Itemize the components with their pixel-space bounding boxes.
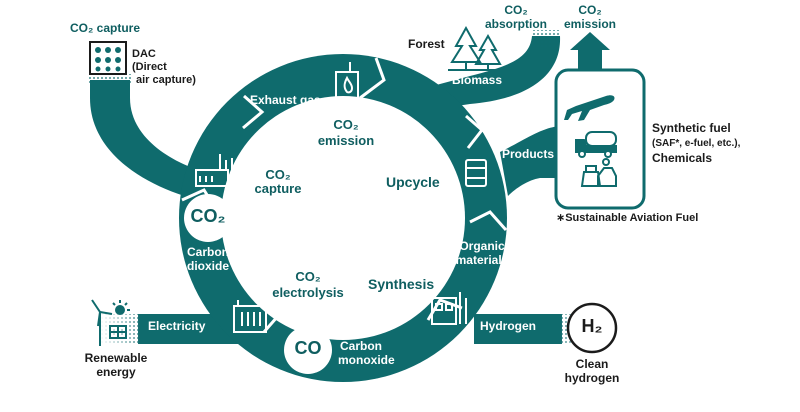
- co2-emission-top-label-2: emission: [563, 17, 617, 31]
- dac-dotted-tail: [88, 74, 132, 84]
- renewable-energy-label-1: Renewable: [84, 351, 148, 365]
- ring-segment-dividers: [181, 57, 508, 333]
- co2-badge: CO₂: [190, 206, 226, 226]
- airplane-icon: [564, 95, 615, 121]
- dac-label-3: air capture): [136, 74, 196, 86]
- solar-panel-grid-icon: [89, 41, 127, 75]
- co2-emission-inner-1: CO₂: [333, 117, 359, 132]
- hydrogen-label: Hydrogen: [480, 319, 537, 333]
- co2-absorption-label-1: CO₂: [504, 3, 528, 17]
- co2-emission-arrow: [570, 32, 610, 70]
- organic-materials-label-1: Organic: [459, 239, 505, 253]
- co2-electrolysis-inner-1: CO₂: [295, 269, 321, 284]
- synthesis-plant-icon: [431, 292, 467, 325]
- co2-emission-top-label-1: CO₂: [578, 3, 602, 17]
- dac-label-1: DAC: [132, 48, 156, 60]
- co2-capture-top-label: CO₂ capture: [70, 21, 141, 35]
- co2-capture-inner-2: capture: [254, 181, 302, 196]
- synthetic-fuel-panel: [554, 68, 646, 210]
- oil-drum-icon: [465, 159, 487, 187]
- electricity-label: Electricity: [148, 319, 206, 333]
- synthesis-label: Synthesis: [368, 276, 435, 292]
- bottles-icon: [580, 158, 617, 187]
- electrolyzer-icon: [233, 300, 267, 333]
- dac-label-2: (Direct: [132, 61, 167, 73]
- factory-plant-icon: [195, 154, 237, 187]
- pine-trees-icon: [448, 25, 506, 71]
- clean-hydrogen-label-2: hydrogen: [564, 371, 620, 385]
- hydrogen-inflow-bar: [474, 314, 562, 344]
- exhaust-flame-tank-icon: [335, 62, 359, 99]
- carbon-monoxide-label-2: monoxide: [338, 353, 395, 367]
- co2-absorption-label-2: absorption: [485, 17, 547, 31]
- chemicals-label: Chemicals: [652, 151, 713, 165]
- carbon-monoxide-label-1: Carbon: [340, 339, 382, 353]
- products-label: Products: [502, 147, 555, 161]
- saf-footnote: ∗Sustainable Aviation Fuel: [556, 212, 699, 224]
- co-badge: CO: [294, 338, 322, 358]
- exhaust-gas-label: Exhaust gas: [250, 93, 321, 107]
- carbon-dioxide-label-1: Carbon: [187, 245, 229, 259]
- organic-materials-label-2: materials: [455, 253, 509, 267]
- biomass-dotted-tail: [532, 30, 560, 48]
- co2-capture-inner-1: CO₂: [265, 167, 291, 182]
- biomass-inflow-pipe: [410, 36, 561, 110]
- products-outflow-pipe: [500, 126, 560, 196]
- biomass-label: Biomass: [452, 73, 503, 87]
- tanker-truck-icon: [575, 131, 617, 158]
- co-badge-circle: [284, 326, 332, 374]
- h2-badge: H₂: [581, 316, 603, 336]
- h2-badge-circle: [566, 302, 618, 354]
- wind-turbine-sun-icon: [91, 299, 130, 346]
- forest-label: Forest: [408, 37, 445, 51]
- co2-electrolysis-inner-2: electrolysis: [272, 285, 344, 300]
- renewable-energy-label-2: energy: [96, 365, 136, 379]
- co2-emission-inner-2: emission: [317, 133, 375, 148]
- co2-badge-circle: [184, 194, 232, 242]
- carbon-dioxide-label-2: dioxide: [186, 259, 229, 273]
- upcycle-label: Upcycle: [386, 174, 440, 190]
- clean-hydrogen-label-1: Clean: [575, 357, 609, 371]
- synthetic-fuel-label: Synthetic fuel: [652, 121, 731, 135]
- saf-note-label: (SAF*, e-fuel, etc.),: [652, 138, 741, 149]
- cycle-ring-hole: [221, 96, 465, 340]
